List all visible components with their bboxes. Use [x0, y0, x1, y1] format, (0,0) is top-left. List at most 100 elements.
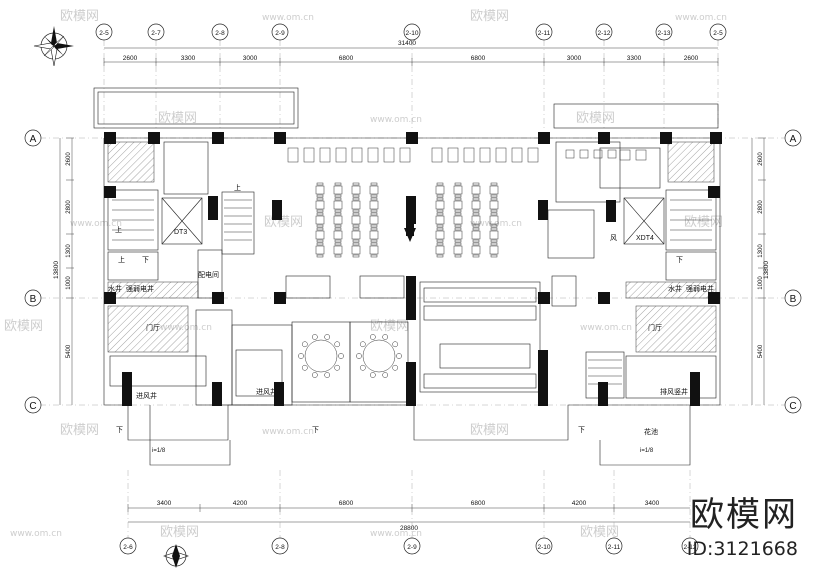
chair — [472, 182, 480, 186]
north-arrow-icon — [163, 544, 189, 568]
chair — [334, 254, 342, 258]
booth-seat — [479, 147, 491, 163]
label-air-intake-mid: 进风井 — [256, 387, 277, 396]
structural-columns — [104, 132, 722, 406]
chair — [324, 372, 331, 378]
dining-table — [453, 200, 463, 210]
chair — [311, 372, 318, 378]
chair — [454, 212, 462, 216]
chair — [334, 224, 342, 228]
chair — [490, 209, 498, 213]
chair — [334, 209, 342, 213]
dining-table — [489, 185, 499, 195]
chair — [298, 353, 304, 359]
chair — [490, 212, 498, 216]
dining-table — [369, 215, 379, 225]
chair — [316, 182, 324, 186]
dining-table — [351, 245, 361, 255]
axis-label: 2-12 — [597, 30, 610, 37]
chair — [454, 227, 462, 231]
booth-seat — [511, 147, 523, 163]
chair — [324, 334, 331, 340]
private-rooms — [235, 321, 409, 403]
booth-seat — [303, 147, 315, 163]
chair — [369, 334, 376, 340]
dining-table — [351, 200, 361, 210]
dining-table — [453, 245, 463, 255]
chair — [352, 212, 360, 216]
dimension-text: 2600 — [66, 152, 72, 166]
dining-table — [315, 245, 325, 255]
chair — [334, 182, 342, 186]
chair — [370, 197, 378, 201]
label-electric-shaft-right: 强弱电井 — [686, 284, 714, 293]
label-electric-shaft-left: 强弱电井 — [126, 284, 154, 293]
chair — [352, 209, 360, 213]
chair — [454, 239, 462, 243]
booth-seat — [335, 147, 347, 163]
booth-row — [287, 147, 539, 163]
right-core — [585, 141, 717, 399]
chair — [472, 197, 480, 201]
axis-label: 2-7 — [151, 30, 161, 37]
watermark-brand: 欧模网 — [684, 215, 723, 230]
row-axis-c-right: C — [789, 401, 796, 412]
dimension-text: 3300 — [181, 55, 196, 62]
chair — [352, 227, 360, 231]
chair — [316, 227, 324, 231]
dimension-text: 6800 — [339, 500, 354, 507]
chair — [334, 197, 342, 201]
label-dt3: DT3 — [174, 229, 187, 236]
chair — [472, 227, 480, 231]
chair — [352, 197, 360, 201]
axis-bubble — [271, 537, 289, 555]
watermark-brand: 欧模网 — [580, 525, 619, 540]
top-canopy — [93, 87, 719, 129]
dimension-text: 2600 — [758, 152, 764, 166]
chair — [490, 224, 498, 228]
booth-seat — [495, 147, 507, 163]
axis-label: 2-11 — [538, 30, 551, 37]
dining-table — [435, 215, 445, 225]
booth-seat — [447, 147, 459, 163]
chair — [490, 194, 498, 198]
chair — [436, 254, 444, 258]
dimension-text: 6800 — [471, 500, 486, 507]
chair — [472, 224, 480, 228]
label-power-room: 配电间 — [198, 270, 219, 279]
axis-bubble — [403, 537, 421, 555]
chair — [316, 242, 324, 246]
dimension-text: 6800 — [339, 55, 354, 62]
chair — [352, 242, 360, 246]
chair — [454, 254, 462, 258]
dimension-text: 3400 — [157, 500, 172, 507]
chair — [334, 242, 342, 246]
chair — [436, 197, 444, 201]
booth-seat — [463, 147, 475, 163]
axis-bubble — [147, 23, 165, 41]
dining-table — [435, 230, 445, 240]
dimension-text: 2800 — [66, 200, 72, 214]
chair — [334, 341, 341, 348]
watermark-brand: 欧模网 — [264, 215, 303, 230]
axis-label: 2-6 — [123, 544, 133, 551]
watermark-brand: 欧模网 — [60, 9, 99, 24]
compass-rose-icon — [33, 26, 74, 67]
dimension-text: 1000 — [66, 276, 72, 290]
dining-table — [333, 200, 343, 210]
watermark-site: www.om.cn — [580, 323, 632, 333]
chair — [454, 182, 462, 186]
dimension-text: 3400 — [645, 500, 660, 507]
chair — [436, 227, 444, 231]
dining-table — [333, 185, 343, 195]
chair — [334, 212, 342, 216]
chair — [352, 224, 360, 228]
axis-bubble — [681, 537, 699, 555]
chair — [436, 209, 444, 213]
label-wind: 风 — [610, 234, 617, 242]
label-xdt4: XDT4 — [636, 235, 654, 242]
chair — [472, 212, 480, 216]
label-down: 下 — [142, 256, 149, 264]
row-axis-b-right: B — [790, 294, 797, 305]
